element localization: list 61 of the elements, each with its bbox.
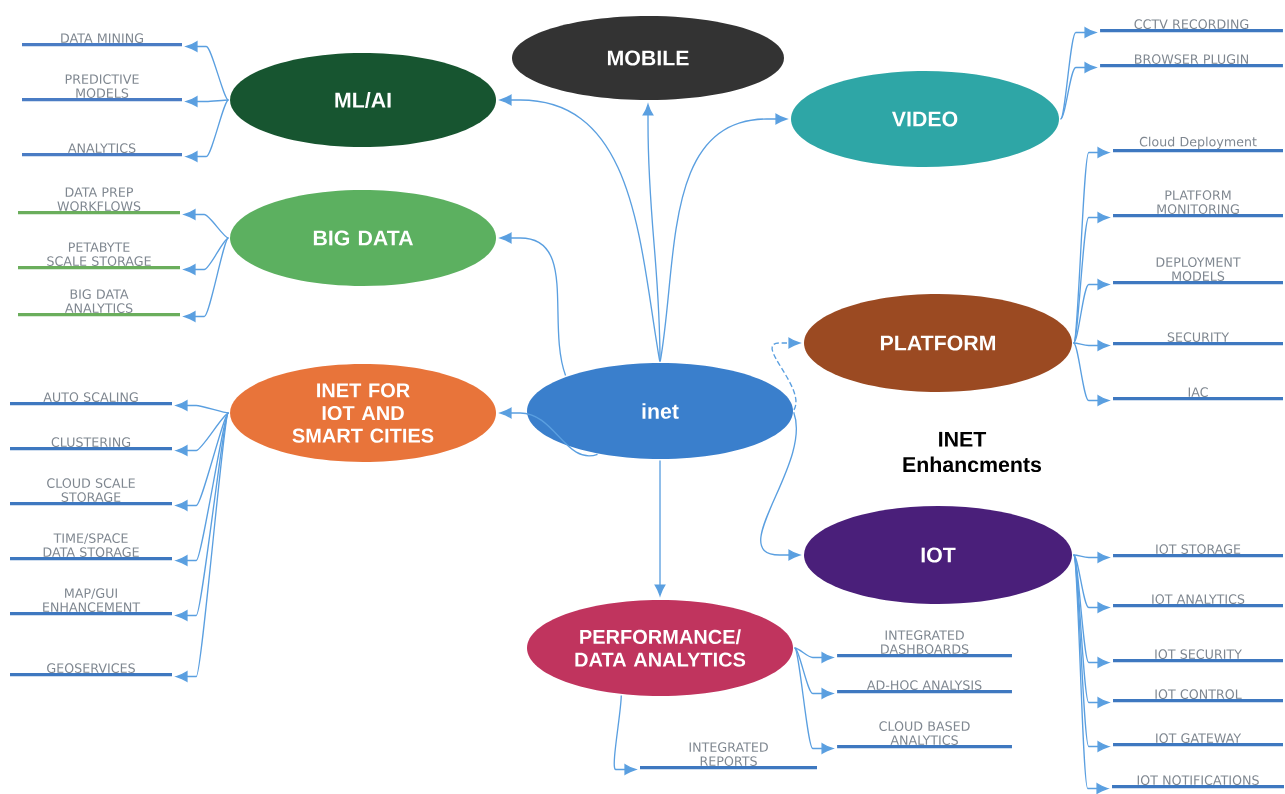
connector-arrow — [185, 99, 230, 162]
connector-arrow — [793, 647, 834, 754]
connector-arrow — [1072, 340, 1110, 351]
subtopic-item: IOT CONTROL — [1113, 689, 1283, 703]
connector-arrow — [654, 459, 666, 597]
connector-arrow — [659, 113, 788, 363]
connector-arrow — [1072, 552, 1110, 563]
subtopic-item: IOT SECURITY — [1113, 649, 1283, 663]
subtopic-item: IOT GATEWAY — [1113, 733, 1283, 747]
subtopic-item: IOT STORAGE — [1113, 544, 1283, 558]
connector-arrow — [1059, 62, 1097, 120]
connector-arrow — [793, 647, 834, 699]
subtopic-item: BROWSER PLUGIN — [1100, 54, 1283, 68]
connector-arrow — [175, 412, 230, 456]
connector-arrow — [613, 694, 637, 775]
connector-arrow — [185, 41, 230, 101]
connector-arrow — [183, 237, 230, 275]
connector-arrow — [1072, 554, 1109, 794]
subtopic-item: ANALYTICS — [22, 143, 182, 157]
connector-arrow — [183, 237, 230, 322]
subtopic-item: AUTO SCALING — [10, 392, 172, 406]
subtopic-item: CCTV RECORDING — [1100, 19, 1283, 33]
subtopic-item: INTEGRATED REPORTS — [640, 742, 818, 770]
connector-arrow — [1059, 27, 1097, 120]
connector-arrow — [499, 232, 567, 377]
subtopic-item: DATA MINING — [22, 33, 182, 47]
connector-arrow — [175, 412, 230, 682]
subtopic-item: IOT ANALYTICS — [1113, 594, 1283, 608]
subtopic-item: SECURITY — [1113, 332, 1283, 346]
connector-arrow — [185, 96, 230, 107]
connector-arrow — [1072, 279, 1110, 344]
connector-arrow — [1072, 554, 1110, 708]
subtopic-item: DEPLOYMENT MODELS — [1113, 257, 1283, 285]
subtopic-item: CLOUD SCALE STORAGE — [10, 478, 172, 506]
connector-arrow — [1072, 554, 1110, 613]
subtopic-item: IAC — [1113, 387, 1283, 401]
title-text: INET Enhancments — [903, 431, 1041, 473]
subtopic-item: DATA PREP WORKFLOWS — [18, 187, 180, 215]
subtopic-item: PREDICTIVE MODELS — [22, 74, 182, 102]
subtopic-item: CLUSTERING — [10, 437, 172, 451]
connector-arrow — [760, 411, 801, 561]
subtopic-item: PETABYTE SCALE STORAGE — [18, 242, 180, 270]
connector-arrow — [1072, 212, 1110, 344]
subtopic-item: AD-HOC ANALYSIS — [837, 680, 1012, 694]
subtopic-item: MAP/GUI ENHANCEMENT — [10, 588, 172, 616]
subtopic-item: CLOUD BASED ANALYTICS — [837, 721, 1012, 749]
connector-arrow — [499, 94, 661, 363]
connector-arrow — [771, 337, 801, 411]
subtopic-item: INTEGRATED DASHBOARDS — [837, 630, 1012, 658]
subtopic-item: BIG DATA ANALYTICS — [18, 289, 180, 317]
connector-arrow — [499, 407, 599, 457]
subtopic-item: IOT NOTIFICATIONS — [1112, 775, 1284, 789]
connector-arrow — [183, 209, 230, 239]
subtopic-item: TIME/SPACE DATA STORAGE — [10, 533, 172, 561]
connector-arrow — [175, 412, 230, 566]
subtopic-item: GEOSERVICES — [10, 663, 172, 677]
connector-arrow — [175, 400, 230, 414]
subtopic-item: PLATFORM MONITORING — [1113, 190, 1283, 218]
connector-arrow — [793, 647, 834, 663]
subtopic-item: Cloud Deployment — [1113, 136, 1283, 153]
connector-arrow — [1072, 342, 1110, 406]
